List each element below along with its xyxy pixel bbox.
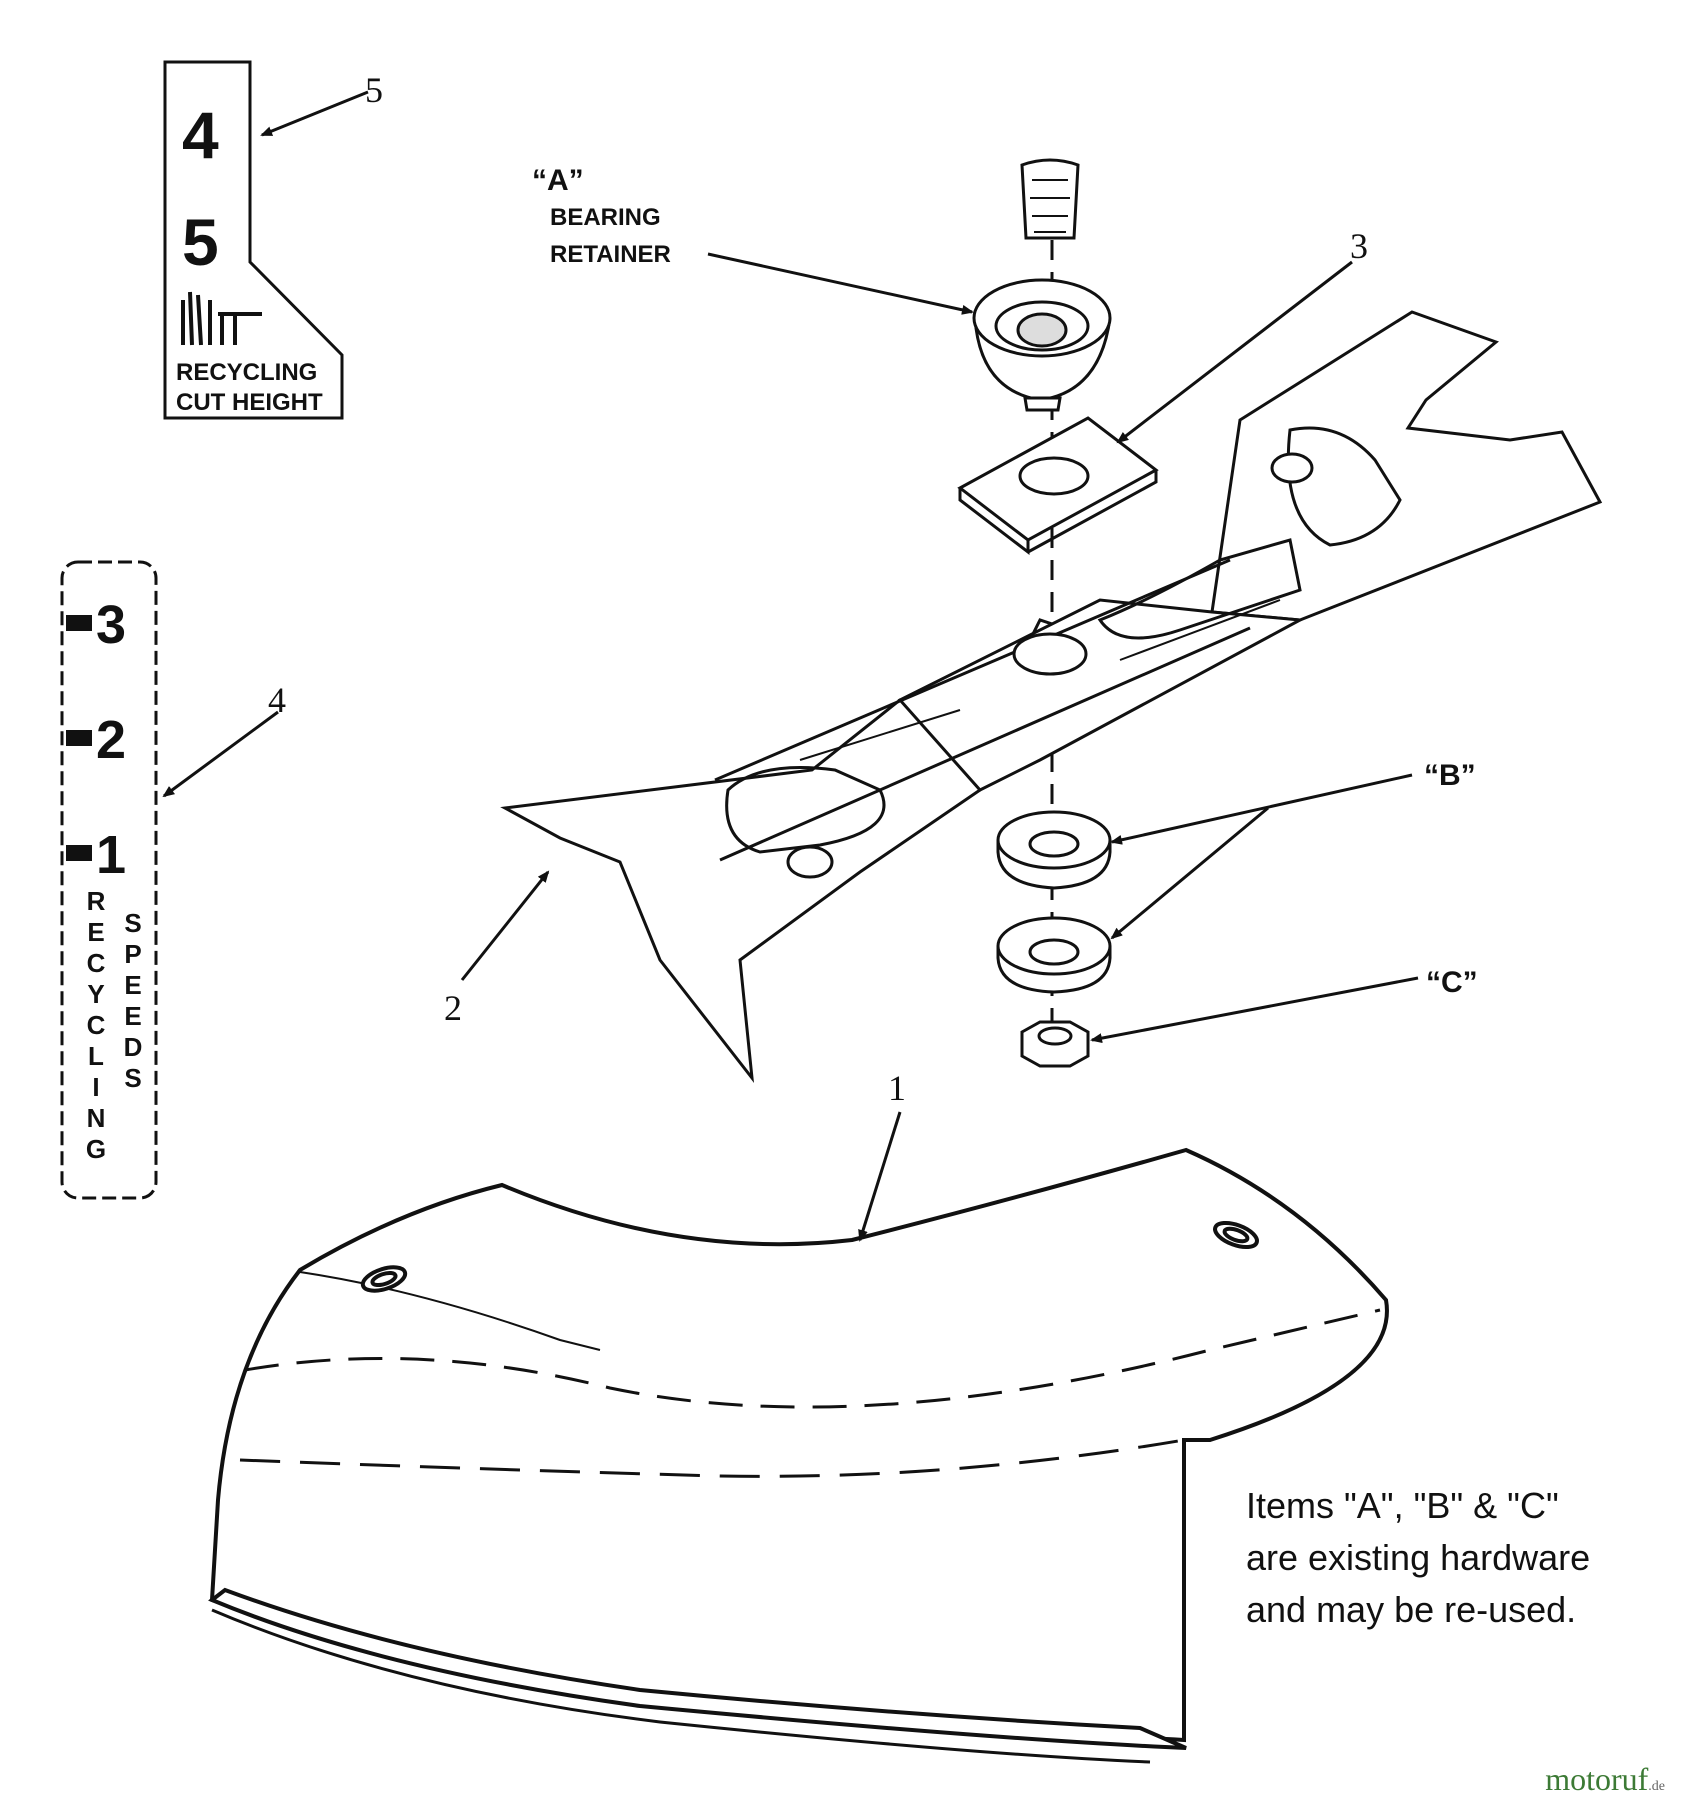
callout-1: 1 — [888, 1068, 906, 1108]
washer-upper — [996, 810, 1112, 890]
speed-3-tick — [66, 615, 92, 631]
recycling-letter: C — [87, 1010, 106, 1040]
washer-lower — [996, 916, 1112, 994]
watermark: motoruf.de — [1545, 1761, 1665, 1798]
watermark-main: motoruf — [1545, 1761, 1649, 1797]
speed-3: 3 — [96, 595, 126, 655]
leader-b-lower — [1110, 806, 1269, 940]
decal-word-recycling: RECYCLING — [86, 886, 106, 1164]
label-bearing: BEARING — [550, 204, 661, 231]
leader-1 — [858, 1111, 902, 1242]
label-c: “C” — [1426, 966, 1478, 999]
recycling-letter: G — [86, 1134, 106, 1164]
square-spacer — [957, 416, 1159, 556]
hardware-note: Items "A", "B" & "C" are existing hardwa… — [1246, 1480, 1666, 1636]
note-line-3: and may be re-used. — [1246, 1589, 1577, 1630]
cut-height-decal: 4 5 RECYCLING CUT HEIGHT — [163, 60, 344, 420]
leader-4 — [162, 710, 279, 798]
callout-4: 4 — [268, 680, 286, 720]
speeds-letter: S — [124, 908, 141, 938]
deflector-slot-right — [1213, 1220, 1259, 1250]
recycling-letter: Y — [87, 979, 104, 1009]
speed-1: 1 — [96, 825, 126, 885]
speeds-letter: S — [124, 1063, 141, 1093]
speed-1-tick — [66, 845, 92, 861]
leader-3 — [1116, 260, 1353, 444]
watermark-suffix: .de — [1648, 1779, 1665, 1794]
speed-2-tick — [66, 730, 92, 746]
recycling-letter: I — [92, 1072, 99, 1102]
leader-c — [1090, 976, 1419, 1044]
bolt — [1020, 158, 1080, 240]
label-retainer: RETAINER — [550, 241, 671, 268]
bearing-retainer — [972, 278, 1112, 412]
recycling-letter: R — [87, 886, 106, 916]
callout-3: 3 — [1350, 226, 1368, 266]
recycling-letter: L — [88, 1041, 104, 1071]
recycling-letter: C — [87, 948, 106, 978]
leader-b-upper — [1110, 773, 1413, 845]
decal-number-5: 5 — [182, 205, 219, 279]
recycling-letter: N — [87, 1103, 106, 1133]
callout-5: 5 — [365, 70, 383, 110]
hex-nut — [1020, 1020, 1090, 1068]
deflector-slot-left — [360, 1265, 408, 1293]
speed-2: 2 — [96, 710, 126, 770]
speeds-letter: E — [124, 1001, 141, 1031]
decal-caption-cut-height: CUT HEIGHT — [176, 389, 323, 416]
note-line-1: Items "A", "B" & "C" — [1246, 1485, 1559, 1526]
leader-2 — [460, 870, 550, 981]
decal-caption-recycling: RECYCLING — [176, 359, 317, 386]
speeds-letter: E — [124, 970, 141, 1000]
note-line-2: are existing hardware — [1246, 1537, 1591, 1578]
leader-5 — [260, 90, 369, 137]
grass-icon — [181, 291, 262, 346]
speeds-letter: P — [124, 939, 141, 969]
decal-number-4: 4 — [182, 98, 219, 172]
label-b: “B” — [1424, 759, 1476, 792]
callout-2: 2 — [444, 988, 462, 1028]
speeds-letter: D — [124, 1032, 143, 1062]
recycling-deflector — [208, 1147, 1389, 1764]
x-blade — [500, 310, 1603, 1084]
leader-a — [707, 252, 974, 315]
recycling-letter: E — [87, 917, 104, 947]
label-a: “A” — [532, 164, 584, 197]
